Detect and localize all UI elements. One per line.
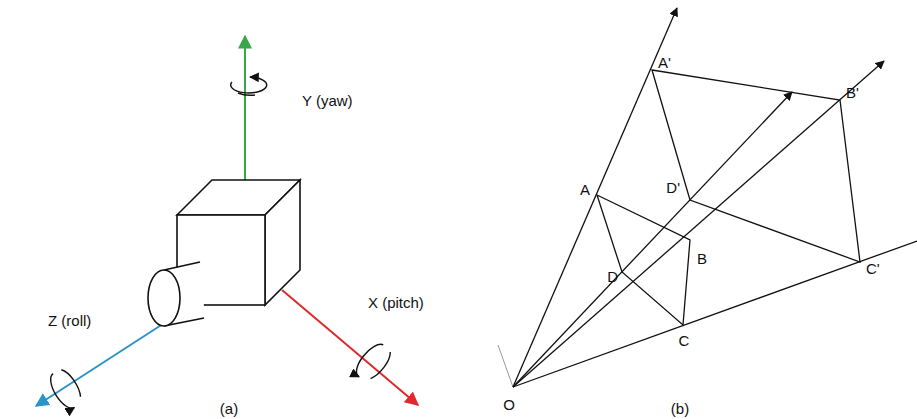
point-label: A: [580, 182, 590, 197]
point-label: D': [666, 180, 680, 195]
axis-label: X (pitch): [368, 295, 424, 310]
y-axis: [244, 36, 246, 180]
axis-label: Y (yaw): [302, 93, 353, 108]
point-label: B': [846, 85, 859, 100]
large-quad: [652, 70, 860, 262]
rotation-arrows: [46, 77, 395, 412]
panel-label: (b): [671, 401, 689, 416]
faint-ray: [498, 345, 513, 387]
camera-panel: [36, 36, 418, 412]
projection-panel: [498, 8, 917, 387]
ray-c: [513, 241, 917, 387]
point-label: B: [697, 251, 707, 266]
ray-a: [513, 8, 677, 387]
axis-label: Z (roll): [48, 313, 91, 328]
camera-lens: [148, 262, 205, 326]
ray-b: [513, 61, 884, 387]
panel-label: (a): [220, 401, 238, 416]
point-label: O: [503, 397, 515, 412]
point-label: D: [607, 269, 618, 284]
point-label: C: [679, 333, 690, 348]
point-label: C': [866, 261, 880, 276]
small-quad: [597, 195, 690, 325]
point-label: A': [658, 55, 671, 70]
ray-d: [513, 92, 792, 387]
